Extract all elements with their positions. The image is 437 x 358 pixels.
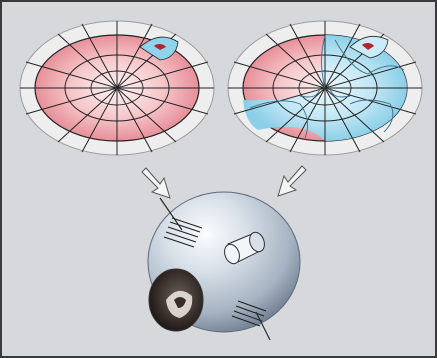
sphere xyxy=(148,192,300,340)
down-left-arrow-icon xyxy=(278,166,306,196)
left-disc xyxy=(20,21,214,155)
right-disc xyxy=(228,21,422,155)
down-right-arrow-icon xyxy=(142,168,170,198)
